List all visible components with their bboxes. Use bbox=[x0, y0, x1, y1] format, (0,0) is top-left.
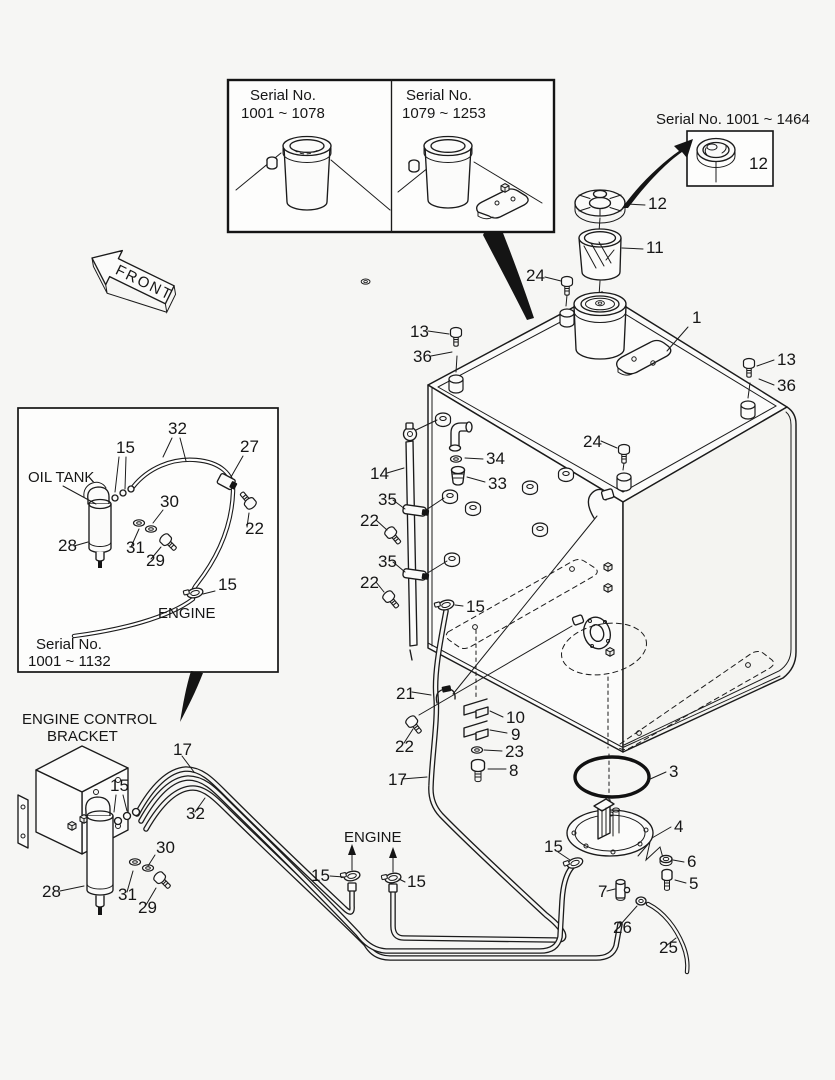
callout-24-neck: 24 bbox=[526, 266, 545, 285]
sender-plate bbox=[566, 798, 654, 857]
serial-inset-left-drawing bbox=[235, 135, 391, 211]
sender-group bbox=[562, 755, 690, 975]
callout-25: 25 bbox=[659, 938, 678, 957]
callout-29-bracket: 29 bbox=[138, 898, 157, 917]
callout-7: 7 bbox=[598, 882, 607, 901]
callout-1: 1 bbox=[692, 308, 701, 327]
gauge-tube-group bbox=[380, 419, 448, 661]
callout-8: 8 bbox=[509, 761, 518, 780]
callout-32-bracket: 32 bbox=[186, 804, 205, 823]
engine-control-bracket-group bbox=[17, 745, 174, 915]
hose-end-right bbox=[388, 883, 398, 893]
callout-36-left: 36 bbox=[413, 347, 432, 366]
oil-filter-drawing bbox=[83, 481, 135, 568]
callout-35-upper: 35 bbox=[378, 490, 397, 509]
serial-inset: Serial No. 1001 ~ 1078 Serial No. 1079 ~… bbox=[226, 78, 556, 234]
callout-22-inset: 22 bbox=[245, 519, 264, 538]
oil-inset-pointer-wedge bbox=[180, 671, 203, 722]
sender-flange bbox=[571, 614, 611, 650]
callout-6: 6 bbox=[687, 852, 696, 871]
callout-34: 34 bbox=[486, 449, 505, 468]
callout-15-bracket: 15 bbox=[110, 776, 129, 795]
oil-serial-range: 1001 ~ 1132 bbox=[28, 653, 111, 670]
callout-15-sender: 15 bbox=[544, 837, 563, 856]
callout-24-top: 24 bbox=[583, 432, 602, 451]
callout-9: 9 bbox=[511, 725, 520, 744]
callout-22-upper: 22 bbox=[360, 511, 379, 530]
callout-13-right: 13 bbox=[777, 350, 796, 369]
hose-system bbox=[134, 597, 623, 961]
callout-35-lower: 35 bbox=[378, 552, 397, 571]
nut-6 bbox=[659, 854, 673, 867]
callout-14: 14 bbox=[370, 464, 389, 483]
callout-15-return: 15 bbox=[466, 597, 485, 616]
serial-right-range: 1079 ~ 1253 bbox=[402, 105, 486, 122]
callout-22-lower: 22 bbox=[360, 573, 379, 592]
cap-inset-drawing bbox=[696, 137, 736, 183]
callout-32-inset: 32 bbox=[168, 419, 187, 438]
callout-11: 11 bbox=[646, 238, 664, 257]
callout-30-inset: 30 bbox=[160, 492, 179, 511]
elbow-fitting-group bbox=[448, 421, 473, 486]
callout-10: 10 bbox=[506, 708, 525, 727]
serial-left-title: Serial No. bbox=[250, 87, 316, 104]
engine-label-main: ENGINE bbox=[344, 829, 402, 846]
callout-23: 23 bbox=[505, 742, 524, 761]
callouts: 12 11 24 1 13 36 13 36 24 34 33 14 35 22… bbox=[22, 194, 796, 957]
callout-15-engine-left: 15 bbox=[311, 866, 330, 885]
cap-serial-inset: Serial No. 1001 ~ 1464 12 bbox=[656, 111, 810, 187]
callout-17-tank: 17 bbox=[388, 770, 407, 789]
drain-hardware bbox=[463, 698, 489, 783]
callout-29-inset: 29 bbox=[146, 551, 165, 570]
fuel-cap bbox=[574, 189, 626, 224]
inset-pointer-wedge bbox=[483, 233, 534, 320]
callout-28-bracket: 28 bbox=[42, 882, 61, 901]
serial-inset-right-drawing bbox=[397, 135, 543, 220]
leader-lines bbox=[59, 203, 775, 947]
callout-12: 12 bbox=[648, 194, 667, 213]
o-ring bbox=[573, 755, 651, 799]
hose-end-left bbox=[347, 882, 357, 892]
oil-serial-title: Serial No. bbox=[36, 636, 102, 653]
callout-4: 4 bbox=[674, 817, 683, 836]
callout-13-left: 13 bbox=[410, 322, 429, 341]
callout-17-bracket: 17 bbox=[173, 740, 192, 759]
fuel-filter-main bbox=[85, 796, 141, 915]
ring-26 bbox=[635, 896, 647, 906]
callout-3: 3 bbox=[669, 762, 678, 781]
valve-7 bbox=[615, 878, 631, 901]
callout-5: 5 bbox=[689, 874, 698, 893]
callout-26: 26 bbox=[613, 918, 632, 937]
callout-30-bracket: 30 bbox=[156, 838, 175, 857]
bracket-note-line1: ENGINE CONTROL bbox=[22, 711, 157, 728]
strainer bbox=[578, 228, 622, 281]
serial-left-range: 1001 ~ 1078 bbox=[241, 105, 325, 122]
callout-31-inset: 31 bbox=[126, 538, 145, 557]
callout-36-right: 36 bbox=[777, 376, 796, 395]
oil-tank-inset: OIL TANK 32 15 27 30 22 28 31 29 15 ENGI… bbox=[17, 407, 279, 673]
fuel-tank bbox=[427, 291, 797, 801]
bolt-5 bbox=[661, 868, 673, 891]
callout-31-bracket: 31 bbox=[118, 885, 137, 904]
callout-15-inset-low: 15 bbox=[218, 575, 237, 594]
oil-tank-label: OIL TANK bbox=[28, 469, 94, 486]
callout-27-inset: 27 bbox=[240, 437, 259, 456]
callout-22-bottom: 22 bbox=[395, 737, 414, 756]
cap-inset-title: Serial No. 1001 ~ 1464 bbox=[656, 111, 810, 128]
cap-pointer-arrow bbox=[622, 139, 693, 208]
engine-label-inset: ENGINE bbox=[158, 605, 216, 622]
callout-33: 33 bbox=[488, 474, 507, 493]
callout-21: 21 bbox=[396, 684, 415, 703]
bracket-note-line2: BRACKET bbox=[47, 728, 118, 745]
callout-15-inset-top: 15 bbox=[116, 438, 135, 457]
tank-top-pad bbox=[616, 339, 672, 375]
callout-15-engine-right: 15 bbox=[407, 872, 426, 891]
callout-12-inset: 12 bbox=[749, 154, 768, 173]
oil-inset-leaders bbox=[62, 437, 250, 595]
callout-28-inset: 28 bbox=[58, 536, 77, 555]
mount-bolts bbox=[360, 275, 756, 492]
serial-right-title: Serial No. bbox=[406, 87, 472, 104]
